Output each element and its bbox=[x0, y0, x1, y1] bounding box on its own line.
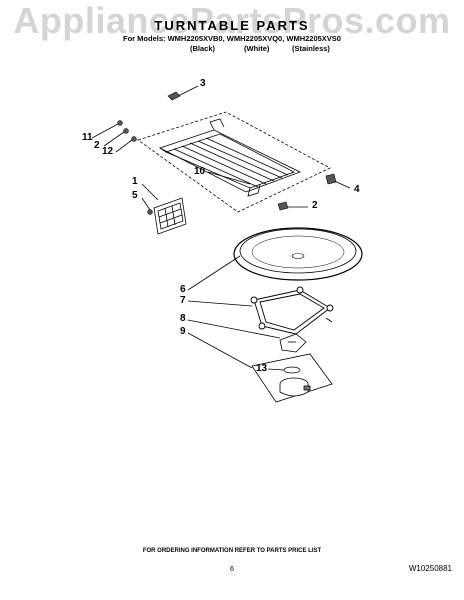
watermark-text: AppliancePartsPros.com bbox=[13, 0, 451, 41]
callout-5: 5 bbox=[132, 190, 138, 201]
motor-assembly-part-9 bbox=[251, 353, 333, 403]
callout-2-upper: 2 bbox=[94, 140, 100, 151]
variant-white: (White) bbox=[244, 44, 270, 53]
coupler-part-8 bbox=[279, 333, 307, 353]
callout-10: 10 bbox=[194, 166, 206, 177]
variant-black: (Black) bbox=[190, 44, 216, 53]
leader-7 bbox=[187, 300, 253, 307]
leader-13 bbox=[267, 368, 285, 371]
callout-8: 8 bbox=[180, 313, 186, 324]
callout-7: 7 bbox=[180, 295, 186, 306]
leader-6 bbox=[187, 255, 241, 291]
clip-part-3 bbox=[167, 91, 181, 101]
ordering-info-footer: FOR ORDERING INFORMATION REFER TO PARTS … bbox=[142, 548, 322, 554]
roller-support-part-7 bbox=[250, 286, 334, 335]
variant-stainless: (Stainless) bbox=[292, 44, 330, 53]
callout-4: 4 bbox=[354, 184, 360, 195]
leader-3 bbox=[177, 85, 199, 97]
leader-10 bbox=[207, 171, 251, 185]
leader-1 bbox=[141, 183, 159, 201]
page-title: TURNTABLE PARTS bbox=[154, 18, 310, 33]
leader-9 bbox=[187, 332, 253, 369]
leader-2a bbox=[103, 131, 125, 147]
turntable-tray-part-6 bbox=[233, 227, 363, 281]
leader-5 bbox=[141, 197, 151, 211]
callout-12: 12 bbox=[102, 146, 114, 157]
callout-13: 13 bbox=[256, 363, 268, 374]
callout-11: 11 bbox=[82, 132, 93, 143]
leader-12 bbox=[115, 139, 133, 153]
callout-6: 6 bbox=[180, 284, 186, 295]
document-number: W10250881 bbox=[408, 564, 452, 573]
callout-3: 3 bbox=[200, 78, 206, 89]
clip-part-4 bbox=[325, 173, 337, 185]
vent-grille-part-1 bbox=[153, 197, 187, 235]
models-line: For Models: WMH2205XVB0, WMH2205XVQ0, WM… bbox=[123, 34, 341, 43]
screw-part-5 bbox=[147, 209, 153, 215]
leader-11 bbox=[91, 123, 119, 139]
page-number: 6 bbox=[230, 566, 234, 573]
clip-part-2b bbox=[277, 201, 289, 211]
wire-rack-part-10 bbox=[137, 111, 331, 213]
callout-2-lower: 2 bbox=[312, 200, 318, 211]
screw-group-11-2-12 bbox=[117, 120, 137, 142]
callout-1: 1 bbox=[132, 176, 138, 187]
callout-9: 9 bbox=[180, 326, 186, 337]
leader-8 bbox=[187, 319, 281, 339]
